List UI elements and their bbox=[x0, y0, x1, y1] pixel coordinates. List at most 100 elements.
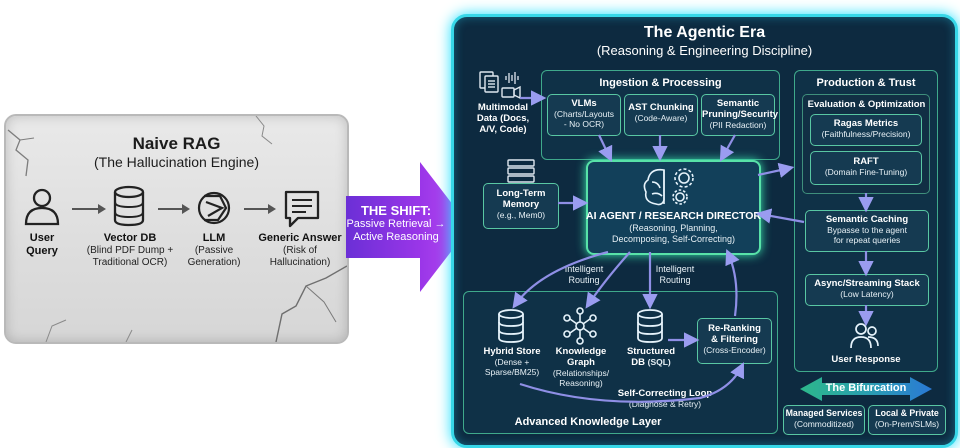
step-vectordb-sub2: Traditional OCR) bbox=[92, 256, 168, 268]
multimodal-l2: Data (Docs, bbox=[476, 113, 530, 124]
shift-line-2: Active Reasoning bbox=[353, 231, 439, 243]
graph-title: Knowledge Graph bbox=[555, 346, 607, 368]
long-term-memory: Long-Term Memory (e.g., Mem0) bbox=[483, 183, 559, 229]
caching-sub2: for repeat queries bbox=[833, 235, 901, 245]
crack-decoration bbox=[7, 116, 347, 342]
self-correcting-loop: Self-Correcting Loop (Diagnose & Retry) bbox=[610, 388, 720, 409]
step-llm: LLM (Passive Generation) bbox=[178, 232, 250, 268]
step-answer-sub: (Risk of bbox=[283, 245, 317, 256]
routing-label-left: Intelligent Routing bbox=[554, 264, 614, 285]
database-icon bbox=[113, 185, 145, 227]
naive-title: Naive RAG bbox=[132, 134, 221, 153]
agentic-subtitle: (Reasoning & Engineering Discipline) bbox=[596, 43, 813, 58]
hybrid-store: Hybrid Store (Dense + Sparse/BM25) bbox=[475, 346, 549, 377]
rerank-title2: & Filtering bbox=[711, 334, 758, 345]
ast-sub1: (Code-Aware) bbox=[634, 113, 688, 123]
hybrid-title: Hybrid Store bbox=[483, 346, 541, 357]
ragas-metrics: Ragas Metrics (Faithfulness/Precision) bbox=[810, 114, 922, 146]
naive-rag-panel: Naive RAG (The Hallucination Engine) bbox=[4, 114, 349, 344]
multimodal-l1: Multimodal bbox=[477, 102, 529, 113]
evaluation-title: Evaluation & Optimization bbox=[807, 99, 926, 110]
async-sub1: (Low Latency) bbox=[840, 289, 894, 299]
routing-right-l2: Routing bbox=[659, 274, 691, 285]
vlms-sub1: (Charts/Layouts bbox=[554, 109, 614, 119]
structured-db: Structured DB (SQL) bbox=[622, 346, 680, 368]
shift-label: THE SHIFT: Passive Retrieval → Active Re… bbox=[346, 203, 446, 244]
naive-icons bbox=[24, 185, 320, 228]
step-user-query: User Query bbox=[10, 232, 74, 258]
step-user-label: User bbox=[29, 232, 55, 244]
step-generic-answer: Generic Answer (Risk of Hallucination) bbox=[254, 232, 346, 268]
caching-title: Semantic Caching bbox=[825, 214, 909, 225]
local-sub1: (On-Prem/SLMs) bbox=[874, 419, 940, 429]
vlms-sub2: - No OCR) bbox=[563, 119, 605, 129]
naive-subtitle: (The Hallucination Engine) bbox=[94, 154, 259, 170]
loop-title: Self-Correcting Loop bbox=[617, 388, 713, 399]
agentic-title: The Agentic Era bbox=[643, 24, 766, 41]
step-vectordb-sub: (Blind PDF Dump + bbox=[86, 245, 174, 256]
step-answer-label: Generic Answer bbox=[258, 232, 342, 244]
local-title: Local & Private bbox=[875, 408, 939, 418]
routing-left-l2: Routing bbox=[568, 274, 600, 285]
production-title: Production & Trust bbox=[816, 77, 916, 89]
raft-sub1: (Domain Fine-Tuning) bbox=[824, 167, 908, 177]
arrow-3 bbox=[244, 204, 276, 214]
routing-label-right: Intelligent Routing bbox=[645, 264, 705, 285]
semantic-caching: Semantic Caching Bypasse to the agent fo… bbox=[805, 210, 929, 252]
pruning-title2: Pruning/Security bbox=[702, 109, 779, 120]
routing-right-l1: Intelligent bbox=[655, 264, 695, 274]
async-title: Async/Streaming Stack bbox=[814, 278, 920, 289]
step-vectordb-label: Vector DB bbox=[103, 232, 157, 244]
step-user-label2: Query bbox=[26, 245, 58, 257]
agent-title: AI AGENT / RESEARCH DIRECTOR bbox=[586, 210, 762, 222]
user-icon bbox=[24, 188, 60, 226]
step-llm-label: LLM bbox=[202, 232, 226, 244]
rerank-sub1: (Cross-Encoder) bbox=[703, 345, 766, 355]
hybrid-sub1: (Dense + bbox=[494, 357, 530, 367]
ingestion-ast-chunking: AST Chunking (Code-Aware) bbox=[624, 94, 698, 136]
ragas-title: Ragas Metrics bbox=[833, 118, 899, 129]
ragas-sub1: (Faithfulness/Precision) bbox=[821, 129, 911, 139]
re-ranking-filtering: Re-Ranking & Filtering (Cross-Encoder) bbox=[697, 318, 772, 364]
step-answer-sub2: Hallucination) bbox=[269, 256, 331, 268]
user-response: User Response bbox=[831, 354, 901, 365]
managed-services: Managed Services (Commoditized) bbox=[783, 405, 865, 435]
agent-sub1: (Reasoning, Planning, bbox=[629, 223, 718, 233]
ingestion-vlms: VLMs (Charts/Layouts - No OCR) bbox=[547, 94, 621, 136]
caching-sub1: Bypasse to the agent bbox=[827, 225, 907, 235]
async-streaming-stack: Async/Streaming Stack (Low Latency) bbox=[805, 274, 929, 306]
memory-l2: Memory bbox=[502, 199, 540, 210]
knowledge-title: Advanced Knowledge Layer bbox=[514, 416, 662, 428]
vlms-title: VLMs bbox=[571, 98, 597, 109]
graph-sub2: Reasoning) bbox=[559, 378, 603, 388]
multimodal-data: Multimodal Data (Docs, A/V, Code) bbox=[470, 102, 536, 135]
step-llm-sub: (Passive bbox=[194, 245, 234, 256]
llm-icon bbox=[197, 191, 231, 225]
ingestion-semantic-pruning: Semantic Pruning/Security (PII Redaction… bbox=[701, 94, 779, 136]
rerank-title: Re-Ranking bbox=[708, 323, 761, 334]
knowledge-graph: Knowledge Graph (Relationships/ Reasonin… bbox=[542, 346, 620, 388]
agent-sub2: Decomposing, Self-Correcting) bbox=[611, 234, 736, 244]
step-llm-sub2: Generation) bbox=[187, 256, 241, 268]
shift-line-1: Passive Retrieval → bbox=[346, 218, 446, 230]
arrow-2 bbox=[158, 204, 190, 214]
loop-sub1: (Diagnose & Retry) bbox=[628, 399, 702, 409]
ai-agent-box bbox=[586, 160, 761, 255]
pruning-title: Semantic bbox=[716, 98, 760, 109]
structured-title2: DB bbox=[631, 357, 645, 368]
memory-l3: (e.g., Mem0) bbox=[496, 210, 546, 220]
raft-title: RAFT bbox=[853, 156, 879, 167]
bifurcation-title: The Bifurcation bbox=[825, 382, 907, 394]
ast-title: AST Chunking bbox=[628, 102, 694, 113]
memory-l1: Long-Term bbox=[496, 188, 546, 199]
ingestion-title: Ingestion & Processing bbox=[599, 77, 722, 89]
pruning-sub1: (PII Redaction) bbox=[709, 120, 767, 130]
shift-title: THE SHIFT: bbox=[360, 203, 432, 218]
arrow-1 bbox=[72, 204, 106, 214]
structured-title: Structured bbox=[626, 346, 676, 357]
chat-icon bbox=[284, 190, 320, 228]
multimodal-l3: A/V, Code) bbox=[479, 124, 527, 135]
routing-left-l1: Intelligent bbox=[564, 264, 604, 274]
graph-sub1: (Relationships/ bbox=[552, 368, 610, 378]
managed-title: Managed Services bbox=[785, 408, 863, 418]
